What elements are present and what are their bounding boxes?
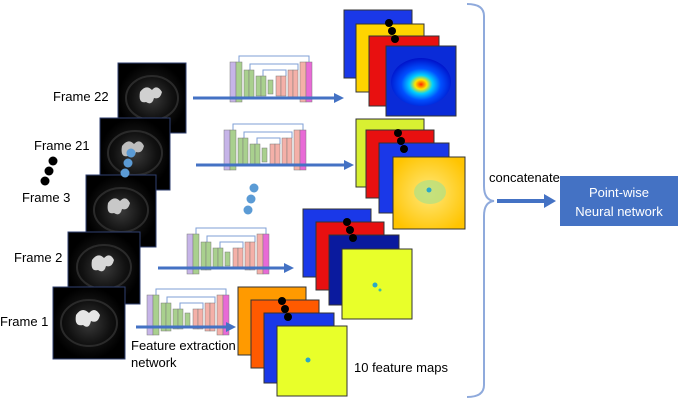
feature-map-stack-22 — [343, 9, 457, 117]
frames-ellipsis-icon — [40, 156, 58, 186]
unet-icon-2 — [186, 227, 270, 275]
unet-icon-22 — [229, 55, 313, 103]
output-box-line1: Point-wise — [589, 185, 649, 200]
feature-extraction-label-line2: network — [131, 355, 177, 370]
feature-map-stack-21 — [355, 118, 466, 230]
concatenate-brace-icon — [466, 3, 495, 398]
frame-image-1 — [52, 286, 126, 360]
frame-label-22: Frame 22 — [53, 89, 109, 104]
unet-icon-21 — [223, 123, 307, 171]
pointwise-neural-network-box: Point-wise Neural network — [560, 176, 678, 226]
feature-extraction-label-line1: Feature extraction — [131, 338, 236, 353]
feature-maps-label: 10 feature maps — [354, 360, 448, 375]
frame-label-1: Frame 1 — [0, 314, 48, 329]
concatenate-label: concatenate — [489, 170, 560, 185]
output-box-line2: Neural network — [575, 204, 663, 219]
unet-icon-1 — [146, 288, 230, 336]
arrow-concatenate — [497, 194, 556, 208]
arrow-frame-22 — [193, 93, 344, 103]
frame-label-2: Frame 2 — [14, 250, 62, 265]
arrow-frame-1 — [136, 322, 236, 332]
arrow-frame-21 — [196, 160, 354, 170]
unet-ellipsis-icon — [243, 183, 259, 215]
arrows — [136, 93, 354, 332]
frame-label-3: Frame 3 — [22, 190, 70, 205]
feature-map-stack-2 — [302, 208, 413, 320]
feature-map-stack-1 — [237, 286, 348, 397]
frames-ellipsis-blue-icon — [120, 148, 136, 178]
frame-label-21: Frame 21 — [34, 138, 90, 153]
arrow-frame-2 — [158, 263, 294, 273]
